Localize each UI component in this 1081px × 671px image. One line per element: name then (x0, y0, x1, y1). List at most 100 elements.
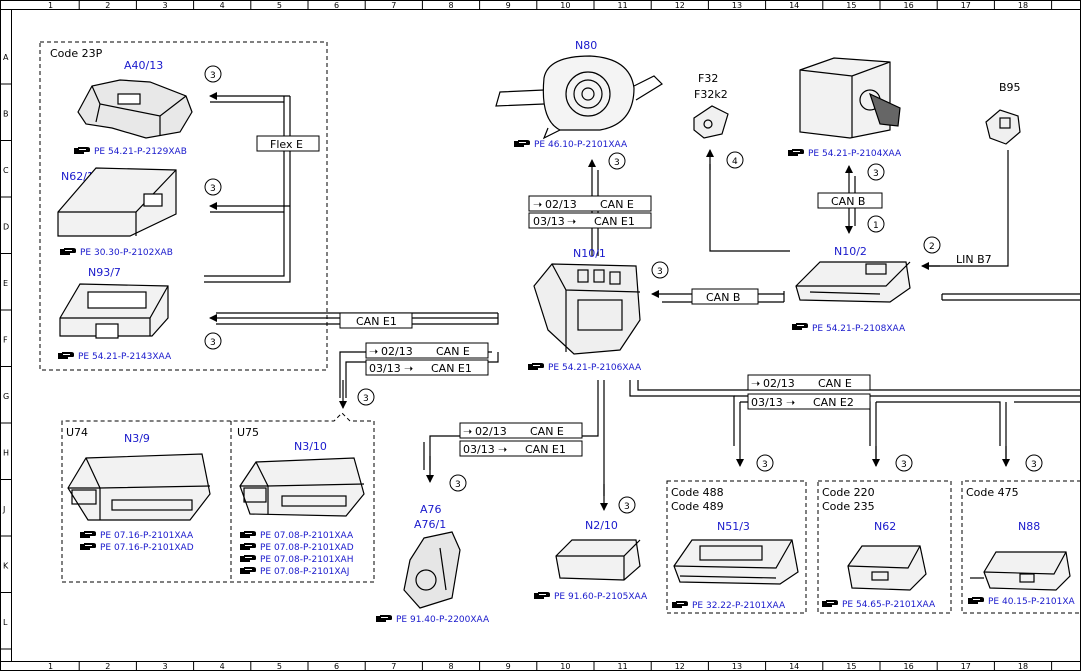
label-n2-10: N2/10 (585, 519, 618, 532)
bus-box-can-e-n80: ➝ 02/13 CAN E 03/13 ➝ CAN E1 (528, 195, 652, 229)
component-ignition-image (799, 57, 901, 139)
label-n10-1: N10/1 (573, 247, 606, 260)
svg-text:CAN E1: CAN E1 (525, 443, 566, 456)
bus-box-can-b-ignition: CAN B (817, 192, 883, 209)
label-n3-10: N3/10 (294, 440, 327, 453)
ref-icon (74, 147, 90, 154)
ruler-row: A (3, 53, 9, 62)
ruler-column-bottom: 10 (560, 662, 570, 671)
ruler-column-bottom: 6 (334, 662, 339, 671)
badge-3: 3 (867, 163, 885, 181)
ref-icon (788, 149, 804, 156)
badge-3: 3 (618, 496, 636, 514)
ruler-column-bottom: 8 (448, 662, 453, 671)
ruler-column-top: 12 (675, 1, 685, 10)
svg-text:➝: ➝ (463, 425, 472, 438)
svg-text:CAN E: CAN E (436, 345, 470, 358)
svg-text:02/13: 02/13 (545, 198, 577, 211)
component-n62-1-image (57, 167, 177, 237)
svg-text:➝: ➝ (369, 345, 378, 358)
badge-3: 3 (204, 65, 222, 83)
svg-text:02/13: 02/13 (763, 377, 795, 390)
ref-icon (376, 615, 392, 622)
ruler-row: E (3, 279, 8, 288)
svg-text:03/13: 03/13 (751, 396, 783, 409)
svg-text:CAN E1: CAN E1 (431, 362, 472, 375)
group-label-u74: U74 (66, 426, 88, 439)
svg-text:Code 220: Code 220 (822, 486, 875, 499)
svg-text:CAN E1: CAN E1 (594, 215, 635, 228)
ruler-column-top: 10 (560, 1, 570, 10)
ruler-column-top: 4 (220, 1, 225, 10)
svg-text:1: 1 (873, 221, 879, 231)
component-n93-7-image (59, 283, 169, 339)
component-n51-3-image (673, 539, 799, 585)
ref-n51-3: PE 32.22-P-2101XAA (692, 601, 786, 611)
label-b95: B95 (999, 81, 1021, 94)
label-n93-7: N93/7 (88, 266, 121, 279)
ref-n3-9-1: PE 07.16-P-2101XAA (100, 531, 194, 541)
badge-3: 3 (608, 152, 626, 170)
svg-text:3: 3 (210, 338, 216, 348)
svg-text:02/13: 02/13 (475, 425, 507, 438)
svg-text:3: 3 (624, 502, 630, 512)
badge-3: 3 (204, 178, 222, 196)
label-f32: F32 (698, 72, 718, 85)
svg-text:➝: ➝ (751, 377, 760, 390)
badge-3: 3 (1025, 454, 1043, 472)
svg-text:2: 2 (929, 242, 935, 252)
svg-text:3: 3 (210, 184, 216, 194)
ruler-column-bottom: 4 (220, 662, 225, 671)
badge-3: 3 (895, 454, 913, 472)
ruler-column-top: 16 (904, 1, 914, 10)
ref-icon (240, 543, 256, 550)
ref-a40-13: PE 54.21-P-2129XAB (94, 147, 187, 157)
ref-n3-10-2: PE 07.08-P-2101XAD (260, 543, 354, 553)
n10-2-right-wire (941, 293, 1081, 301)
badge-4: 4 (726, 151, 744, 169)
ref-icon (822, 600, 838, 607)
label-n88: N88 (1018, 520, 1040, 533)
ruler-row: L (3, 618, 8, 627)
svg-text:CAN E: CAN E (600, 198, 634, 211)
group-engine-ecu: U74 U75 (61, 412, 375, 583)
bus-label-flex-e: Flex E (270, 138, 303, 151)
ref-ignition: PE 54.21-P-2104XAA (808, 149, 902, 159)
badge-3: 3 (651, 261, 669, 279)
ruler-column-bottom: 3 (162, 662, 167, 671)
ref-n10-1: PE 54.21-P-2106XAA (548, 363, 642, 373)
component-n62-image (847, 545, 927, 591)
ruler-column-bottom: 13 (732, 662, 742, 671)
ruler-column-top: 17 (961, 1, 971, 10)
ref-n62: PE 54.65-P-2101XAA (842, 600, 936, 610)
badge-1: 1 (867, 215, 885, 233)
component-n80-image (495, 55, 663, 140)
ruler-column-top: 3 (162, 1, 167, 10)
ruler-column-top: 7 (391, 1, 396, 10)
ref-icon (80, 531, 96, 538)
ruler-column-top: 14 (789, 1, 799, 10)
svg-text:3: 3 (614, 158, 620, 168)
label-n3-9: N3/9 (124, 432, 150, 445)
ref-n3-10-3: PE 07.08-P-2101XAH (260, 555, 353, 565)
ref-icon (528, 363, 544, 370)
ruler-column-bottom: 18 (1018, 662, 1028, 671)
label-a40-13: A40/13 (124, 59, 163, 72)
svg-text:CAN E: CAN E (818, 377, 852, 390)
svg-text:4: 4 (732, 157, 738, 167)
ref-n93-7: PE 54.21-P-2143XAA (78, 352, 172, 362)
ruler-row: F (3, 336, 8, 345)
ruler-row: C (3, 166, 9, 175)
badge-3: 3 (204, 332, 222, 350)
group-label-code23p: Code 23P (50, 47, 103, 60)
ignition-wire (845, 165, 856, 234)
ref-icon (58, 352, 74, 359)
svg-text:3: 3 (210, 71, 216, 81)
svg-text:CAN B: CAN B (706, 291, 740, 304)
ruler-column-bottom: 14 (789, 662, 799, 671)
ruler-column-bottom: 9 (506, 662, 511, 671)
bus-box-can-e1: CAN E1 (339, 312, 413, 329)
ref-icon (514, 140, 530, 147)
ref-icon (240, 567, 256, 574)
